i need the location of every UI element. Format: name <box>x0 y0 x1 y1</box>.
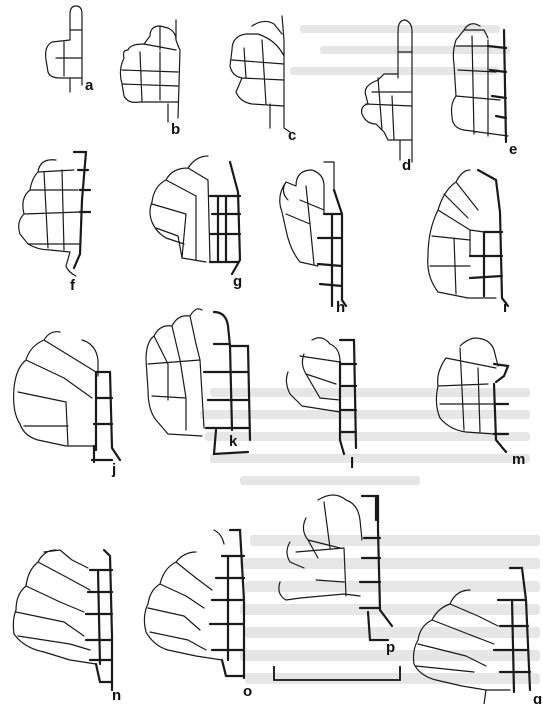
panel-d: d <box>362 20 412 174</box>
scale-bar <box>274 666 400 680</box>
panel-label-b: b <box>171 121 180 138</box>
panel-label-h: h <box>336 299 345 316</box>
panel-label-k: k <box>229 433 238 450</box>
panel-label-p: p <box>386 639 395 656</box>
panel-label-q: q <box>533 691 542 704</box>
panel-label-e: e <box>509 141 517 158</box>
panel-label-a: a <box>85 77 94 94</box>
panel-p: p <box>279 495 395 656</box>
panel-n: n <box>13 550 121 704</box>
panel-a: a <box>46 6 94 94</box>
panel-c: c <box>230 16 296 144</box>
panel-label-g: g <box>233 273 242 290</box>
panel-h: h <box>280 162 346 316</box>
panel-j: j <box>14 332 120 478</box>
panel-g: g <box>150 156 242 290</box>
panel-e: e <box>452 24 518 158</box>
panel-label-i: i <box>503 299 507 316</box>
panel-m: m <box>436 338 525 468</box>
panel-label-d: d <box>402 157 411 174</box>
panel-label-j: j <box>111 461 116 478</box>
panel-label-l: l <box>350 455 354 472</box>
panel-i: i <box>428 170 508 316</box>
panel-f: f <box>19 152 90 294</box>
panel-label-m: m <box>512 451 525 468</box>
panel-l: l <box>286 338 356 472</box>
panel-q: q <box>414 568 543 704</box>
panel-b: b <box>120 20 180 138</box>
panel-k: k <box>146 309 250 454</box>
panel-label-c: c <box>288 127 296 144</box>
panel-label-o: o <box>243 683 252 700</box>
panel-o: o <box>144 530 252 700</box>
panel-label-n: n <box>112 687 121 704</box>
panel-label-f: f <box>70 277 76 294</box>
